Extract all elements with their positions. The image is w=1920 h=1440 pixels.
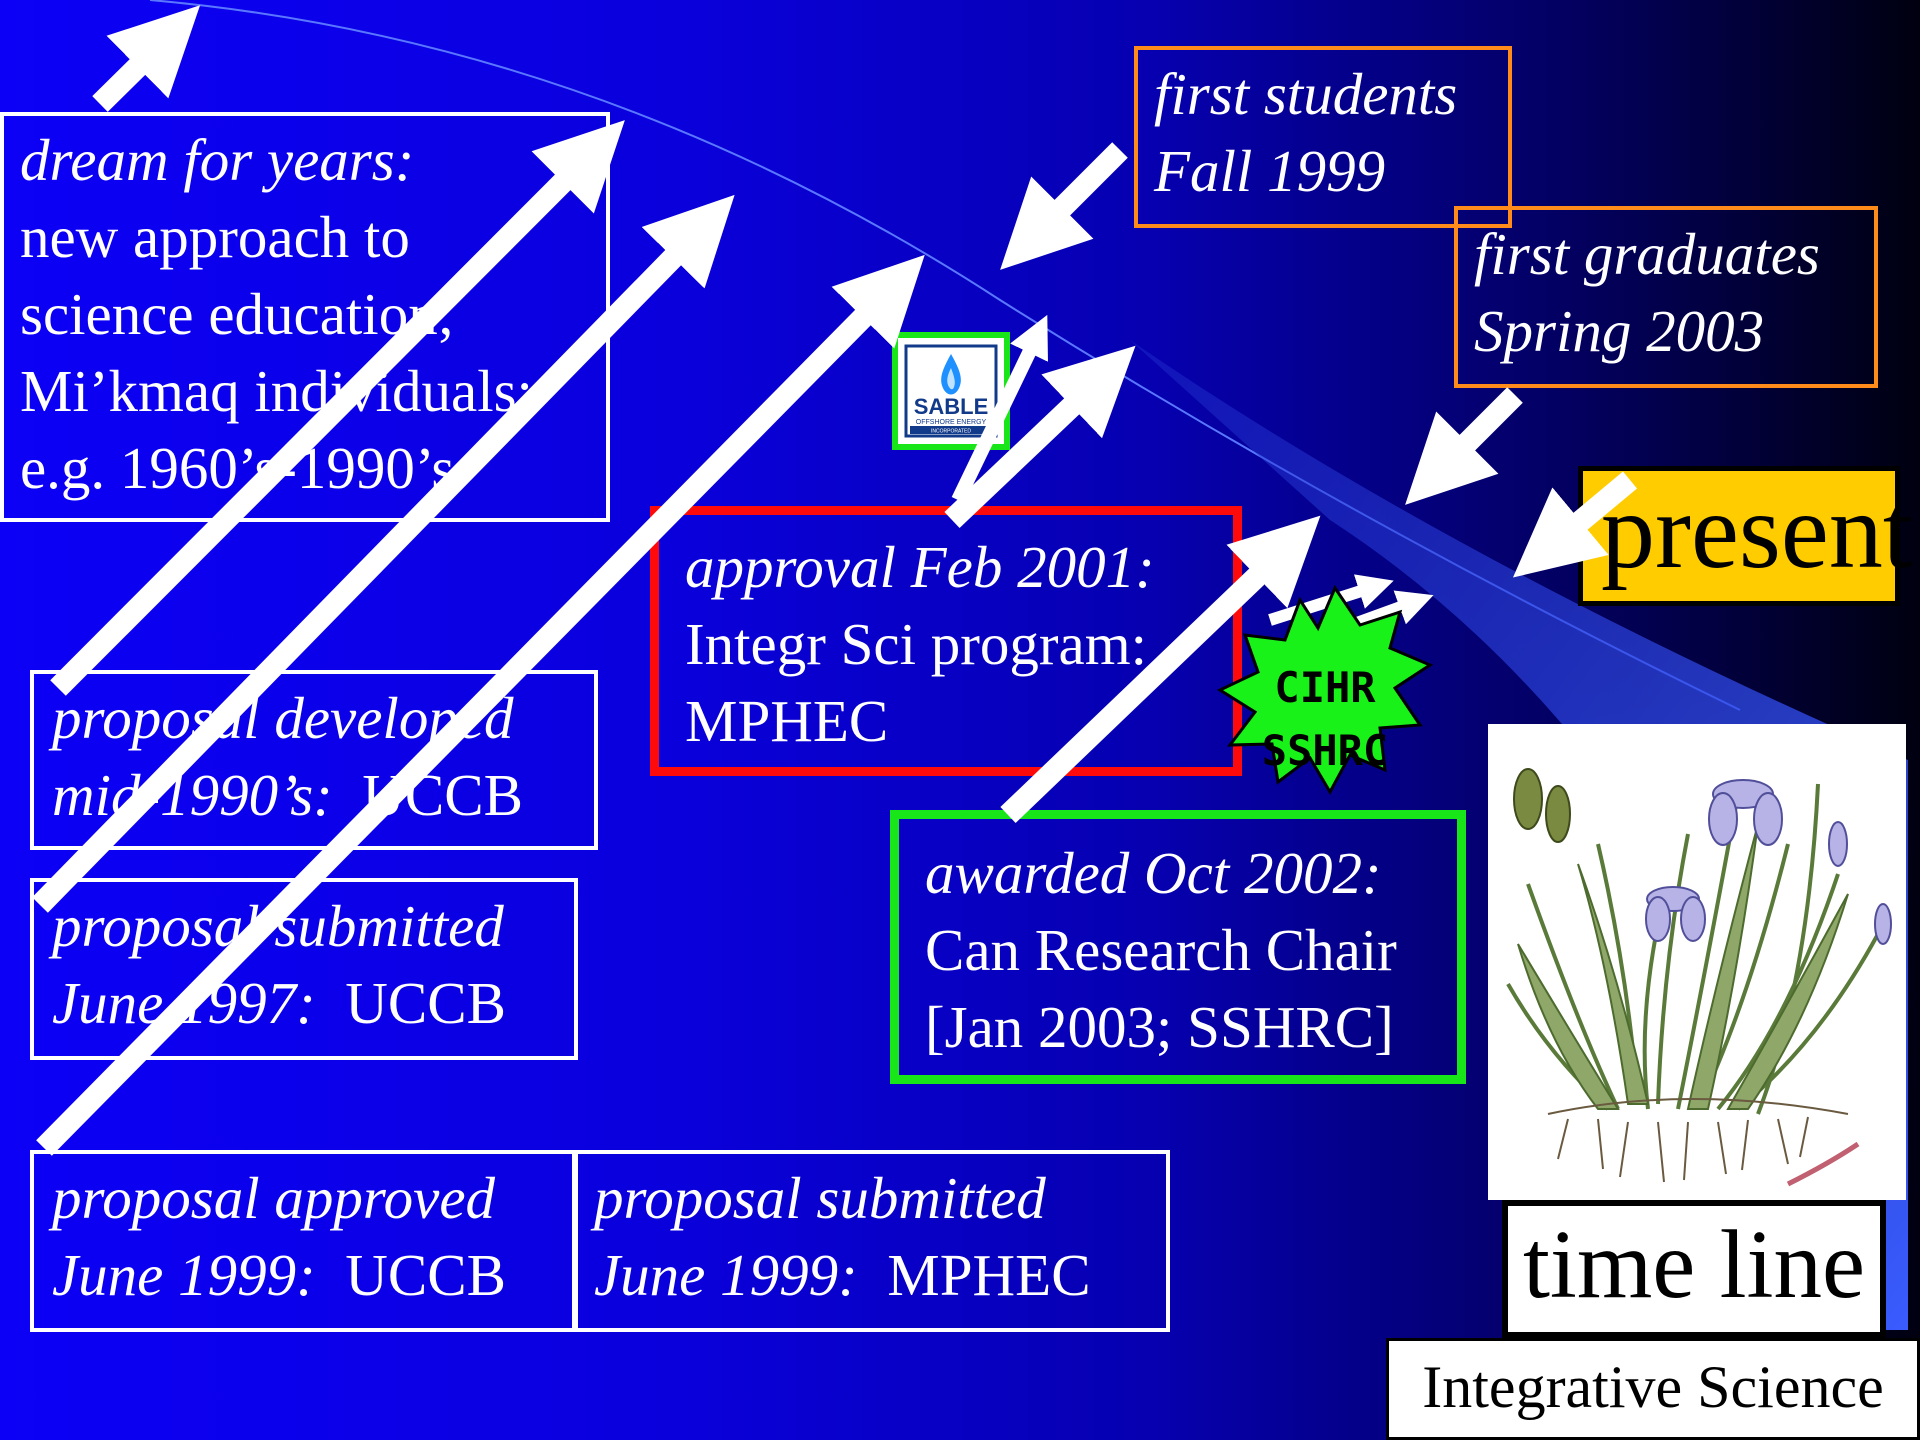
submitted-1999-heading: proposal submitted xyxy=(594,1165,1046,1231)
approved-1999-heading: proposal approved xyxy=(52,1165,496,1231)
starburst-icon: CIHR SSHRC xyxy=(1216,584,1434,796)
first-graduates-box: first graduates Spring 2003 xyxy=(1454,206,1878,388)
approval-line: MPHEC xyxy=(685,688,889,754)
approval-2001-box: approval Feb 2001: Integr Sci program: M… xyxy=(650,506,1242,776)
dream-line: science education; xyxy=(20,281,455,347)
dream-box: dream for years: new approach to science… xyxy=(0,112,610,522)
submitted-1999-org: MPHEC xyxy=(857,1242,1091,1308)
timeline-title: time line xyxy=(1502,1200,1886,1338)
awarded-line: Can Research Chair xyxy=(925,917,1397,983)
arrow-icon xyxy=(1000,142,1128,270)
dream-line: e.g. 1960’s-1990’s xyxy=(20,435,455,501)
sable-logo-icon: SABLE OFFSHORE ENERGY INCORPORATED xyxy=(892,332,1010,450)
approved-1999-date: June 1999: xyxy=(52,1242,316,1308)
first-students-heading: first students xyxy=(1154,61,1458,127)
awarded-heading: awarded Oct 2002: xyxy=(925,840,1382,906)
first-students-box: first students Fall 1999 xyxy=(1134,46,1512,228)
starburst-line2: SSHRC xyxy=(1262,726,1388,775)
sable-logo-name: SABLE xyxy=(914,394,989,419)
dream-line: Mi’kmaq individuals; xyxy=(20,358,533,424)
arrow-icon xyxy=(1512,471,1638,578)
arrow-icon xyxy=(944,345,1136,528)
approved-1999-org: UCCB xyxy=(315,1242,506,1308)
proposal-submitted-1999-box: proposal submitted June 1999: MPHEC xyxy=(574,1150,1170,1332)
arrow-icon xyxy=(951,314,1048,504)
arrow-icon xyxy=(50,120,625,696)
arrow-icon xyxy=(92,5,201,112)
developed-date: mid-1990’s: xyxy=(52,762,333,828)
starburst-line1: CIHR xyxy=(1274,663,1376,712)
sable-logo-sub1: OFFSHORE ENERGY xyxy=(916,419,987,426)
submitted-1997-org: UCCB xyxy=(315,970,506,1036)
arrow-icon xyxy=(1268,574,1394,626)
dream-line: new approach to xyxy=(20,204,410,270)
approval-heading: approval Feb 2001: xyxy=(685,534,1155,600)
arrow-icon xyxy=(32,194,735,913)
awarded-2002-box: awarded Oct 2002: Can Research Chair [Ja… xyxy=(890,810,1466,1084)
first-students-date: Fall 1999 xyxy=(1154,138,1386,204)
iris-plant-illustration xyxy=(1488,724,1906,1200)
first-graduates-date: Spring 2003 xyxy=(1474,298,1765,364)
awarded-line: [Jan 2003; SSHRC] xyxy=(925,994,1394,1060)
proposal-approved-1999-box: proposal approved June 1999: UCCB xyxy=(30,1150,576,1332)
sable-logo-sub2: INCORPORATED xyxy=(931,429,971,435)
arrow-icon xyxy=(1405,387,1523,505)
arrow-icon xyxy=(1000,515,1321,823)
approval-line: Integr Sci program: xyxy=(685,611,1148,677)
arrow-icon xyxy=(36,254,925,1156)
integrative-science-label: Integrative Science xyxy=(1386,1338,1920,1440)
submitted-1999-date: June 1999: xyxy=(594,1242,858,1308)
first-graduates-heading: first graduates xyxy=(1474,221,1820,287)
dream-heading: dream for years: xyxy=(20,127,415,193)
